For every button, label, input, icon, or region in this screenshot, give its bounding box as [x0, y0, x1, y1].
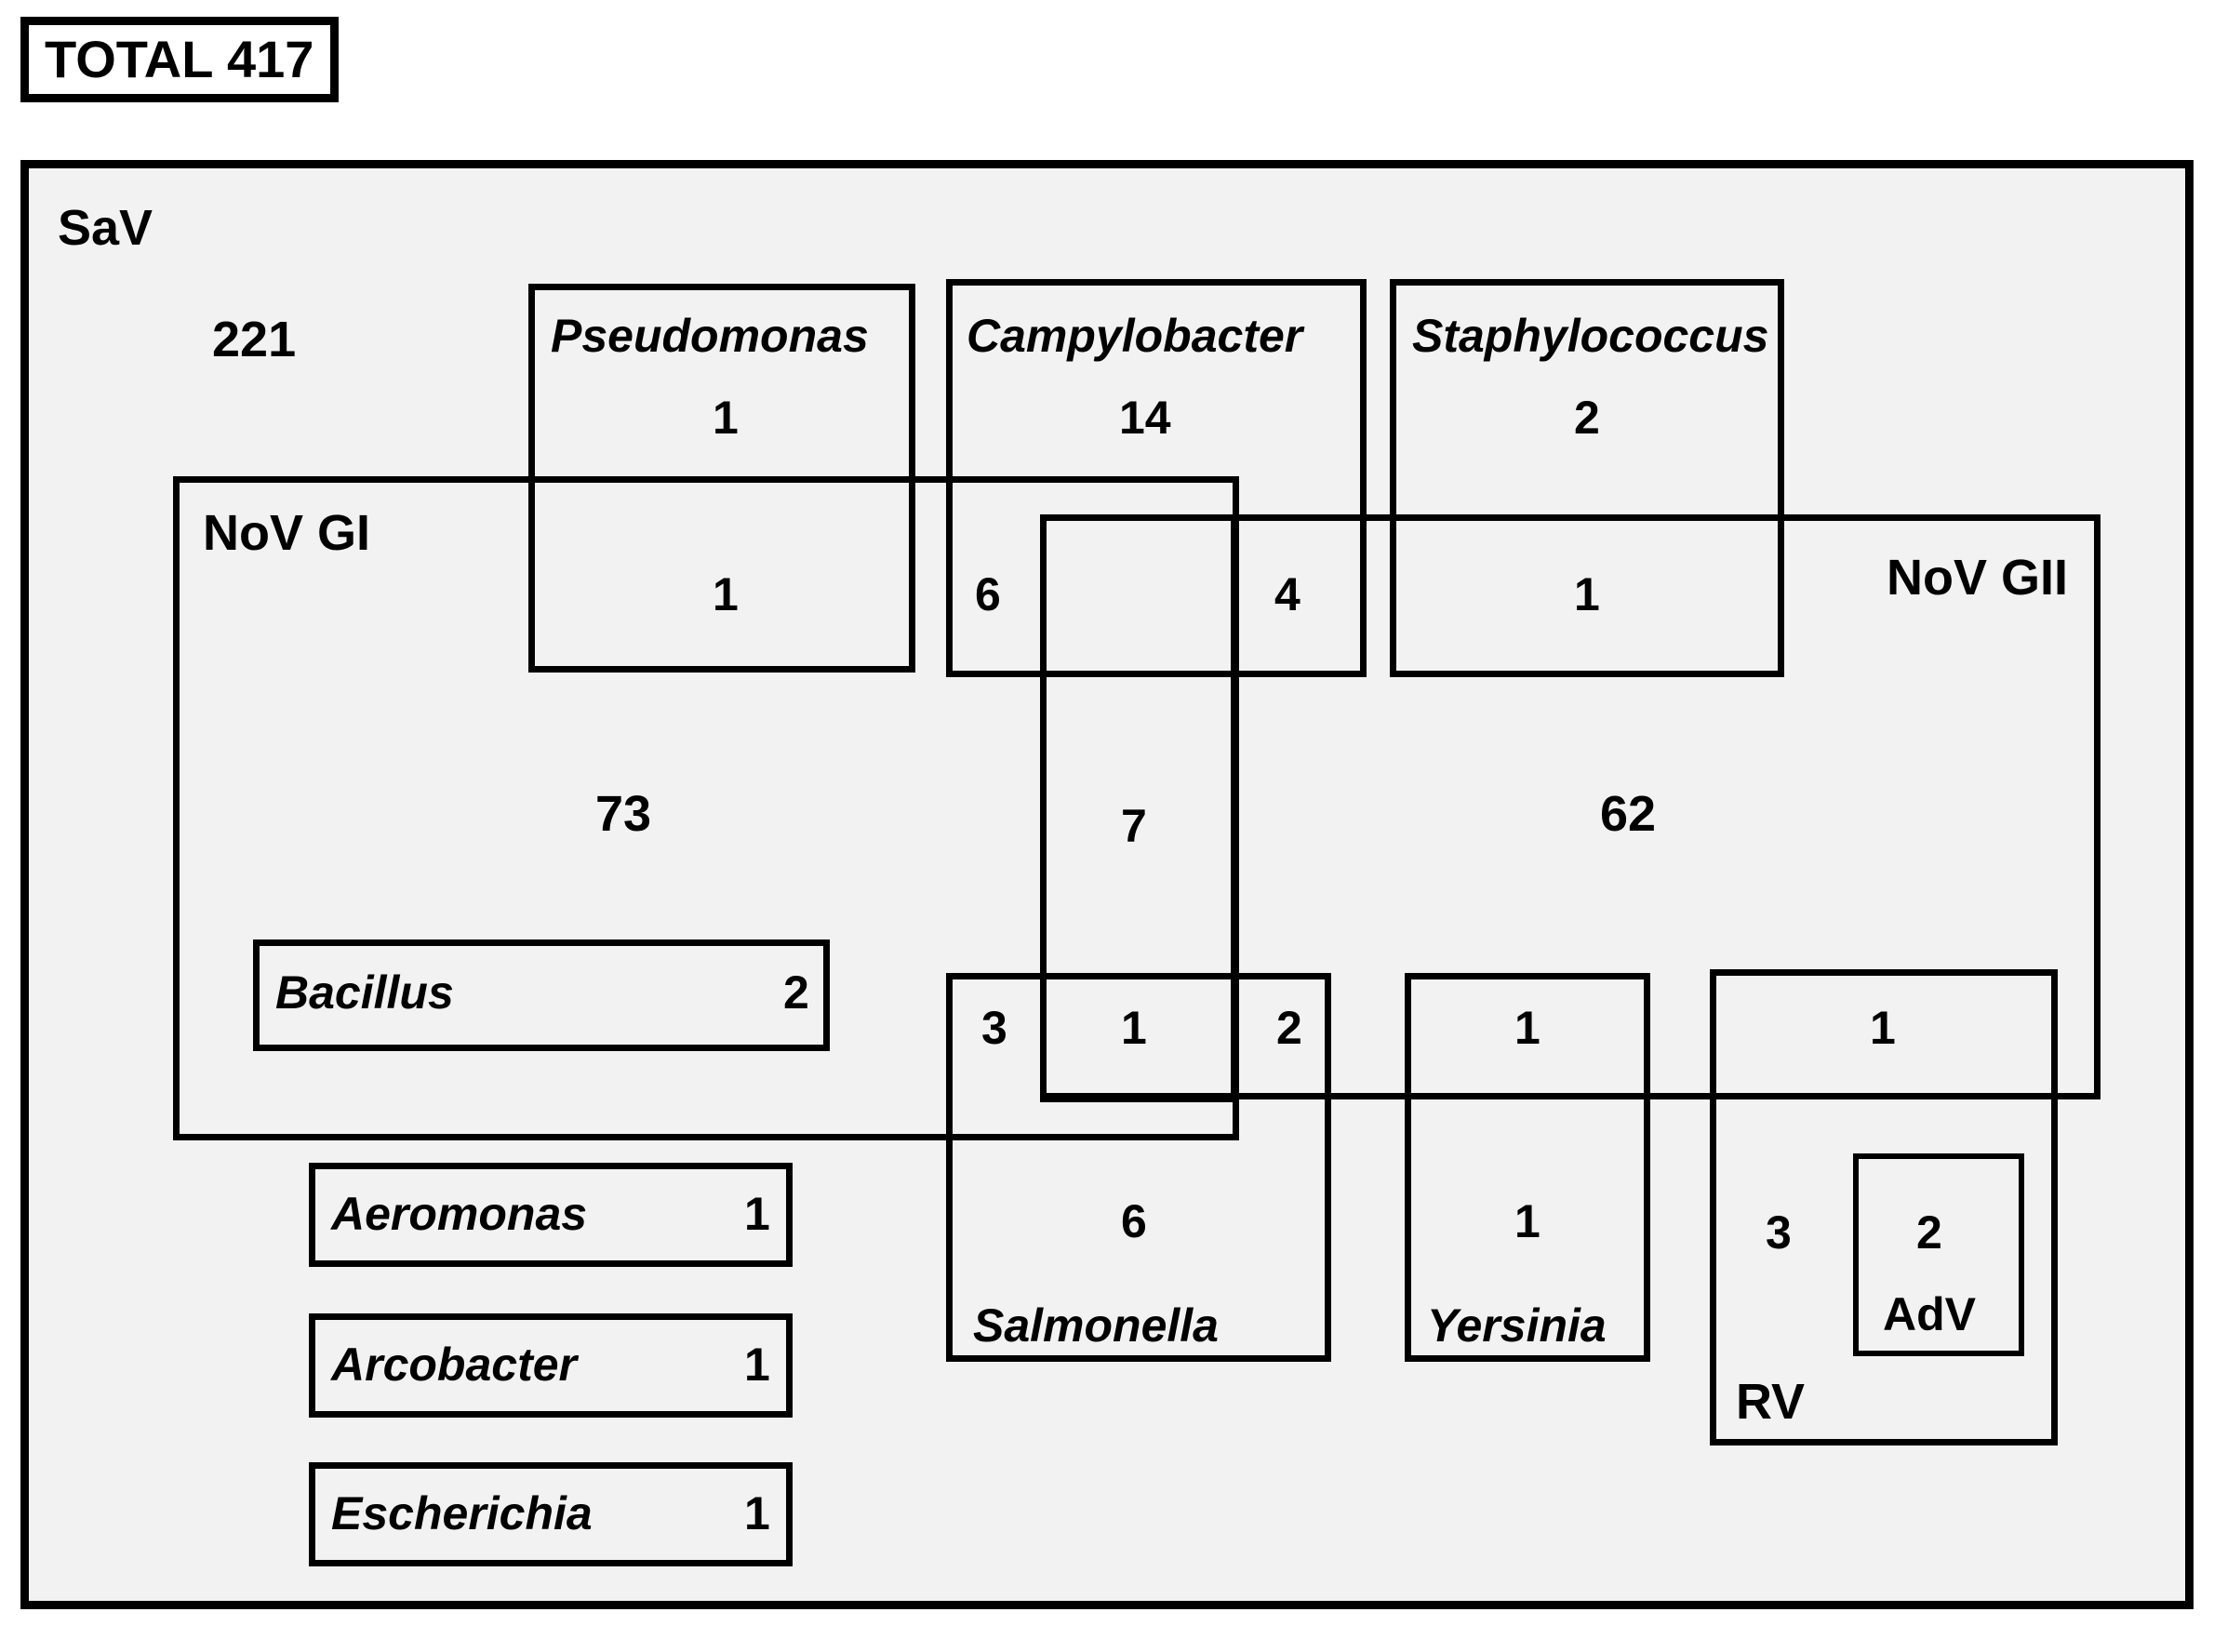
arcobacter-count: 1: [744, 1339, 770, 1391]
salmonella-novgi-novgii-count: 1: [1121, 1002, 1147, 1054]
campylobacter-novgii-count: 4: [1274, 568, 1300, 620]
aeromonas-label: Aeromonas: [331, 1188, 588, 1240]
aeromonas-box: [309, 1163, 793, 1267]
bacillus-label: Bacillus: [275, 966, 454, 1019]
campylobacter-gi-gii-count: 7: [1121, 800, 1147, 852]
pseudomonas-box: [528, 284, 915, 673]
yersinia-novgii-count: 1: [1514, 1002, 1540, 1054]
bacillus-count: 2: [783, 966, 809, 1019]
rv-sav-count: 3: [1766, 1206, 1792, 1259]
yersinia-label: Yersinia: [1427, 1299, 1607, 1352]
bacillus-box: [253, 939, 830, 1051]
arcobacter-label: Arcobacter: [331, 1339, 577, 1391]
sav-label: SaV: [58, 200, 153, 256]
rv-box: [1710, 969, 2058, 1446]
salmonella-novgi-count: 3: [981, 1002, 1007, 1054]
nov-gi-label: NoV GI: [203, 505, 371, 561]
adv-count: 2: [1916, 1206, 1942, 1259]
staphylococcus-box: [1390, 279, 1784, 677]
aeromonas-count: 1: [744, 1188, 770, 1240]
salmonella-sav-count: 6: [1121, 1195, 1147, 1247]
rv-novgii-count: 1: [1870, 1002, 1896, 1054]
campylobacter-box: [946, 279, 1367, 677]
campylobacter-sav-count: 14: [1119, 392, 1171, 444]
escherichia-count: 1: [744, 1487, 770, 1539]
adv-box: [1853, 1153, 2024, 1356]
arcobacter-box: [309, 1313, 793, 1418]
pseudomonas-sav-count: 1: [713, 392, 739, 444]
pseudomonas-label: Pseudomonas: [551, 310, 869, 362]
staphylococcus-novgii-count: 1: [1574, 568, 1600, 620]
yersinia-box: [1405, 973, 1650, 1362]
salmonella-novgii-count: 2: [1276, 1002, 1302, 1054]
nov-gi-count: 73: [595, 786, 652, 842]
staphylococcus-label: Staphylococcus: [1412, 310, 1769, 362]
campylobacter-novgi-count: 6: [975, 568, 1001, 620]
escherichia-label: Escherichia: [331, 1487, 593, 1539]
adv-label: AdV: [1883, 1288, 1976, 1340]
staphylococcus-sav-count: 2: [1574, 392, 1600, 444]
yersinia-sav-count: 1: [1514, 1195, 1540, 1247]
salmonella-box: [946, 973, 1331, 1362]
rv-label: RV: [1736, 1374, 1806, 1430]
campylobacter-gi-gii-box: [1040, 514, 1237, 1102]
pseudomonas-novgi-count: 1: [713, 568, 739, 620]
total-label: TOTAL 417: [45, 30, 314, 88]
escherichia-box: [309, 1462, 793, 1566]
campylobacter-label: Campylobacter: [967, 310, 1303, 362]
total-badge-box: [20, 17, 339, 102]
nov-gii-count: 62: [1600, 786, 1657, 842]
salmonella-label: Salmonella: [973, 1299, 1219, 1352]
sav-count: 221: [212, 312, 297, 367]
nov-gii-label: NoV GII: [1887, 550, 2069, 606]
